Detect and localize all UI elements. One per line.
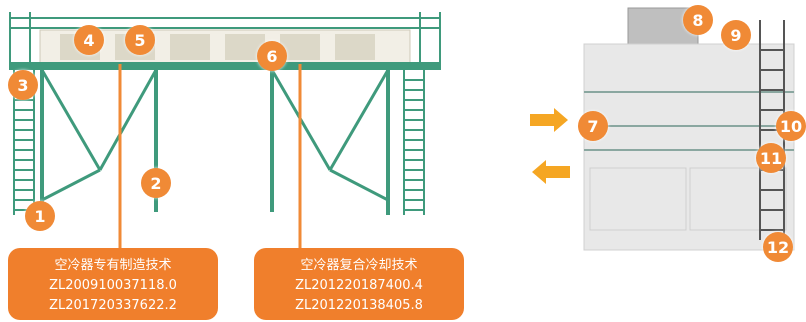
arrow-right-inlet-icon (530, 108, 568, 132)
patent-title: 空冷器复合冷却技术 (300, 258, 418, 273)
callout-9: 9 (721, 20, 751, 50)
patent-box-right: 空冷器复合冷却技术 ZL201220187400.4 ZL20122013840… (254, 248, 464, 320)
patent-number: ZL201720337622.2 (49, 298, 177, 313)
callout-8: 8 (683, 5, 713, 35)
diagonal-braces (40, 69, 390, 202)
callout-11: 11 (756, 143, 786, 173)
callout-6: 6 (257, 41, 287, 71)
main-beam (10, 62, 440, 70)
patent-number: ZL200910037118.0 (49, 278, 177, 293)
cooler-units (60, 34, 375, 60)
patent-box-left: 空冷器专有制造技术 ZL200910037118.0 ZL20172033762… (8, 248, 218, 320)
patent-number: ZL201220138405.8 (295, 298, 423, 313)
arrow-left-outlet-icon (532, 160, 570, 184)
callout-3: 3 (8, 70, 38, 100)
callout-2: 2 (141, 168, 171, 198)
tower-louvers (589, 167, 787, 231)
right-stair (403, 70, 425, 215)
patent-title: 空冷器专有制造技术 (54, 258, 172, 273)
callout-4: 4 (74, 25, 104, 55)
callout-5: 5 (125, 25, 155, 55)
support-columns (40, 70, 390, 215)
patent-number: ZL201220187400.4 (295, 278, 423, 293)
callout-7: 7 (578, 111, 608, 141)
callout-10: 10 (776, 111, 806, 141)
callout-12: 12 (763, 232, 793, 262)
callout-1: 1 (25, 201, 55, 231)
